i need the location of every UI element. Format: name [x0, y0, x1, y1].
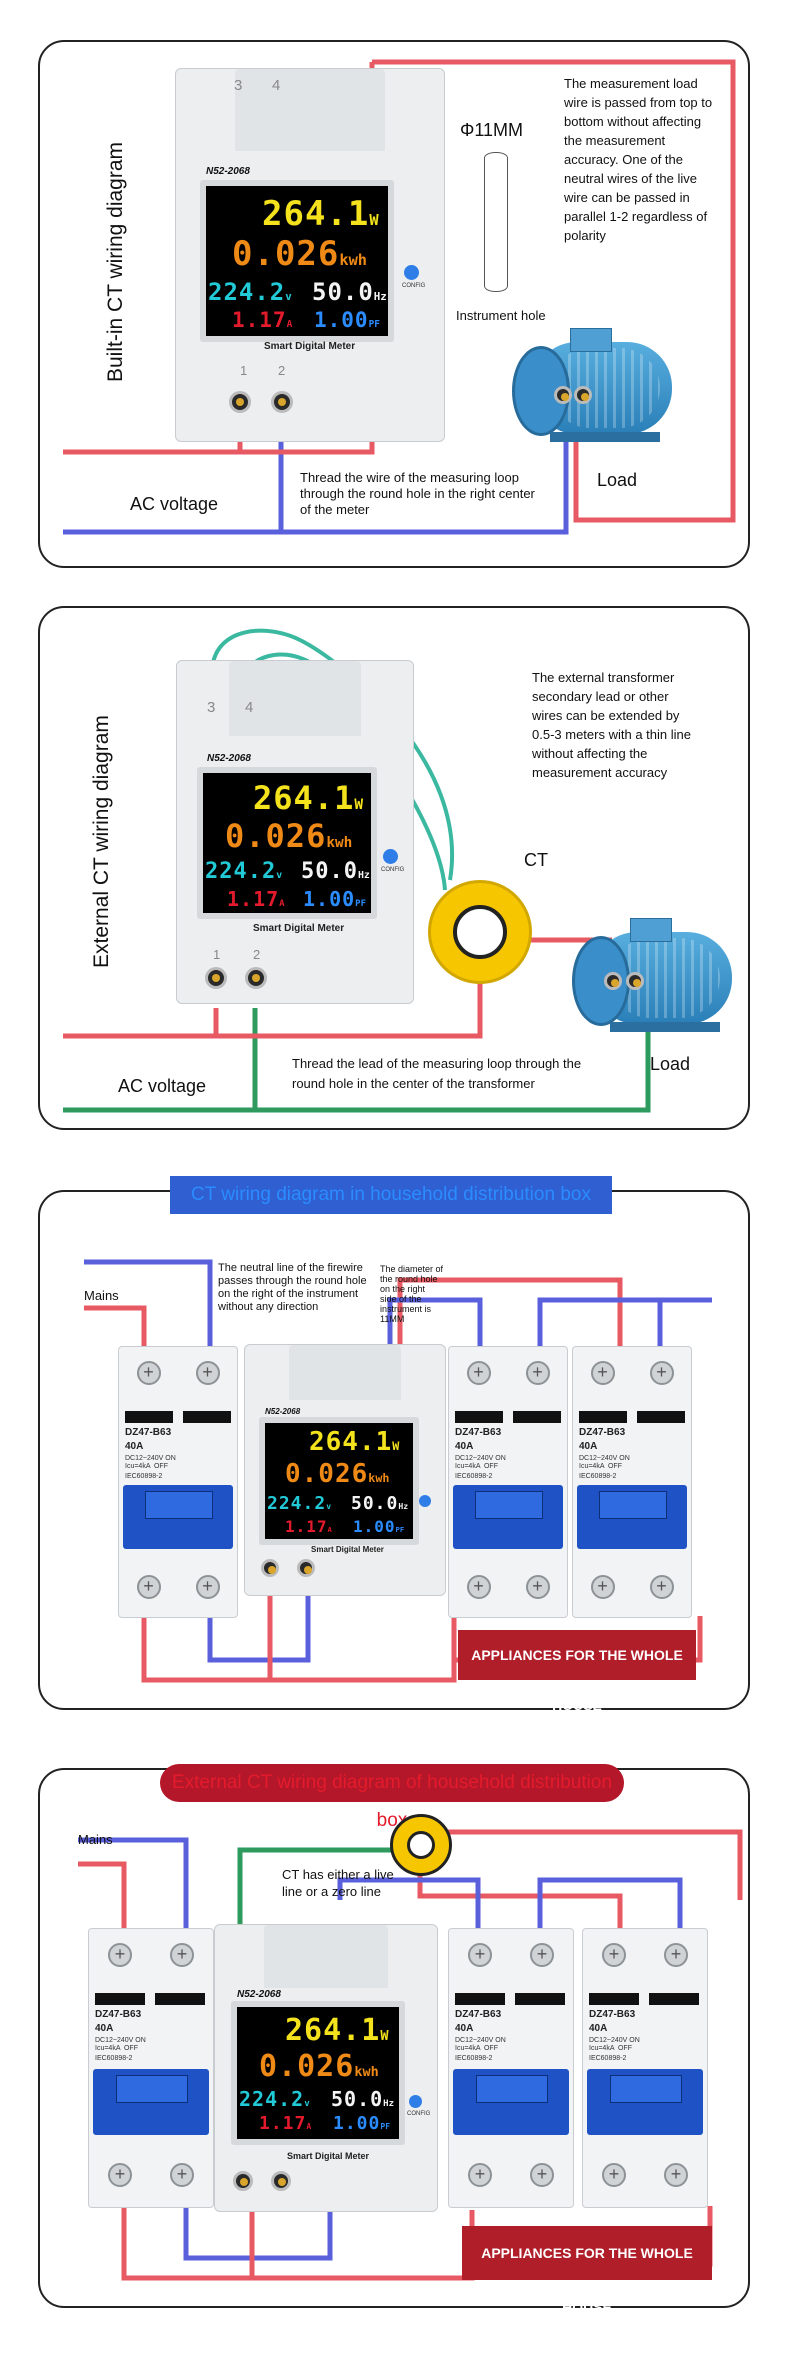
- terminal-label-4: 4: [272, 77, 281, 94]
- breaker-main: DZ47-B63 40A DC12~240V ON Icu=4kA OFF IE…: [118, 1346, 238, 1618]
- terminal-1: [229, 391, 251, 413]
- motor-section-2: [570, 912, 750, 1042]
- meter-display: 264.1W 0.026kwh 224.2v 50.0Hz 1.17A 1.00…: [200, 180, 394, 342]
- config-label: CONFIG: [402, 283, 426, 289]
- section-1-note: The measurement load wire is passed from…: [564, 76, 713, 243]
- section-4-appliances: APPLIANCES FOR THE WHOLE HOUSE: [462, 2226, 712, 2315]
- section-2-note: The external transformer secondary lead …: [532, 670, 691, 780]
- breaker-main-section-4: DZ47-B63 40A DC12~240V ON Icu=4kA OFF IE…: [88, 1928, 214, 2208]
- instrument-hole-tube: [484, 152, 508, 292]
- meter-display: 264.1W 0.026kwh 224.2v 50.0Hz 1.17A 1.00…: [197, 767, 377, 919]
- section-2-ac-voltage: AC voltage: [118, 1076, 207, 1096]
- ct-transformer-section-4: [390, 1814, 452, 1876]
- section-3-note-1: The neutral line of the firewire passes …: [218, 1262, 367, 1313]
- section-1-load-label: Load: [597, 470, 638, 490]
- section-2-thread-note: Thread the lead of the measuring loop th…: [292, 1056, 582, 1091]
- breaker-handle[interactable]: [577, 1485, 687, 1549]
- hole-diameter-label: Φ11MM: [460, 120, 524, 140]
- terminal-label-1: 1: [240, 363, 248, 378]
- section-3-mains: Mains: [84, 1288, 119, 1303]
- section-3-note-2: The diameter of the round hole on the ri…: [380, 1264, 444, 1324]
- terminal-label-3: 3: [234, 77, 243, 94]
- section-1-ac-voltage: AC voltage: [130, 494, 219, 514]
- breaker-handle[interactable]: [453, 2069, 569, 2135]
- breaker-branch-2-section-4: DZ47-B63 40A DC12~240V ON Icu=4kA OFF IE…: [582, 1928, 708, 2208]
- motor-section-1: [510, 322, 690, 452]
- breaker-handle[interactable]: [93, 2069, 209, 2135]
- energy-value: 0.026: [232, 234, 340, 274]
- section-2-load-label: Load: [650, 1054, 691, 1074]
- section-3-banner: CT wiring diagram in household distribut…: [170, 1176, 612, 1214]
- meter-model: N52-2068: [206, 166, 250, 177]
- meter-section-2: 3 4 N52-2068 264.1W 0.026kwh 224.2v 50.0…: [176, 660, 414, 1004]
- breaker-branch-1-section-4: DZ47-B63 40A DC12~240V ON Icu=4kA OFF IE…: [448, 1928, 574, 2208]
- meter-display: 264.1W 0.026kwh 224.2v 50.0Hz 1.17A 1.00…: [259, 1417, 419, 1545]
- breaker-branch-2: DZ47-B63 40A DC12~240V ON Icu=4kA OFF IE…: [572, 1346, 692, 1618]
- breaker-handle[interactable]: [587, 2069, 703, 2135]
- meter-display: 264.1W 0.026kwh 224.2v 50.0Hz 1.17A 1.00…: [231, 2001, 405, 2145]
- terminal-label-2: 2: [278, 363, 286, 378]
- instrument-hole-caption: Instrument hole: [456, 308, 546, 323]
- breaker-branch-1: DZ47-B63 40A DC12~240V ON Icu=4kA OFF IE…: [448, 1346, 568, 1618]
- config-button[interactable]: [409, 2095, 422, 2108]
- breaker-handle[interactable]: [123, 1485, 233, 1549]
- meter-section-1: 3 4 N52-2068 264.1W 0.026kwh 224.2v 50.0…: [175, 68, 445, 442]
- ct-label: CT: [524, 850, 548, 870]
- section-1-thread-note: Thread the wire of the measuring loop th…: [300, 470, 535, 517]
- meter-section-3: N52-2068 264.1W 0.026kwh 224.2v 50.0Hz 1…: [244, 1344, 446, 1596]
- config-button[interactable]: [419, 1495, 431, 1507]
- voltage-value: 224.2: [208, 278, 286, 306]
- power-value: 264.1: [262, 194, 370, 234]
- config-button[interactable]: [404, 265, 419, 280]
- breaker-handle[interactable]: [453, 1485, 563, 1549]
- section-4-mains: Mains: [78, 1832, 113, 1847]
- terminal-2: [271, 391, 293, 413]
- current-value: 1.17: [232, 308, 287, 332]
- meter-section-4: N52-2068 264.1W 0.026kwh 224.2v 50.0Hz 1…: [214, 1924, 438, 2212]
- section-4-note: CT has either a live line or a zero line: [282, 1867, 394, 1899]
- ct-transformer: [428, 880, 532, 984]
- config-button[interactable]: [383, 849, 398, 864]
- section-4-banner: External CT wiring diagram of household …: [160, 1764, 624, 1831]
- meter-brand: Smart Digital Meter: [264, 341, 356, 352]
- pf-value: 1.00: [314, 308, 369, 332]
- frequency-value: 50.0: [312, 278, 374, 306]
- section-3-appliances: APPLIANCES FOR THE WHOLE HOUSE: [458, 1630, 696, 1713]
